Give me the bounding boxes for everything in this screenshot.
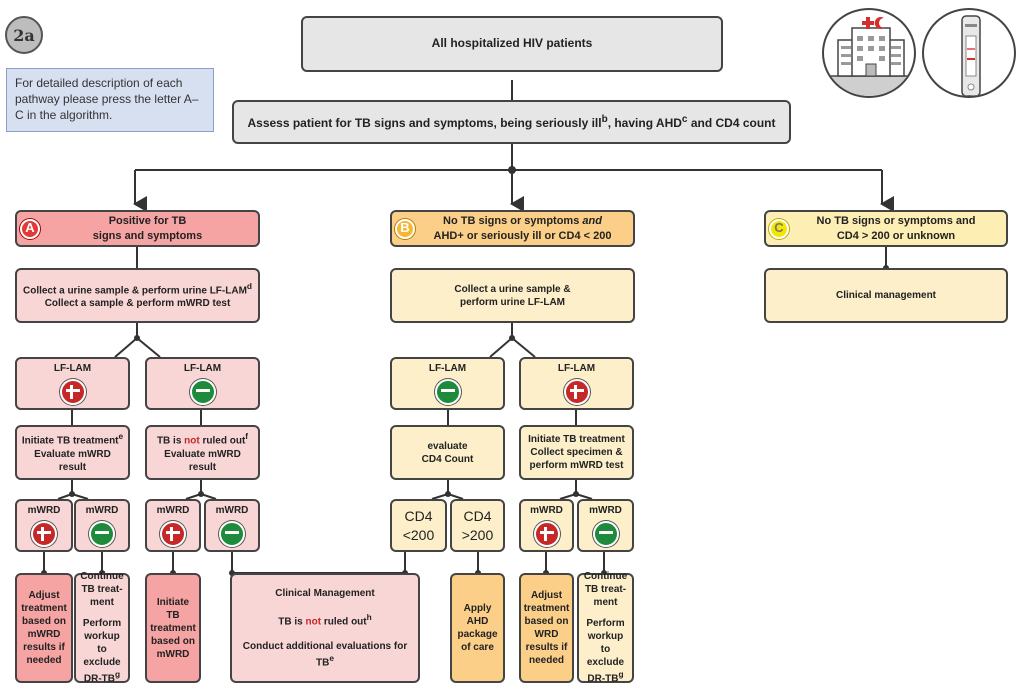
a-mwrd-negative-box: mWRD xyxy=(74,499,130,552)
pathway-c-letter[interactable]: C xyxy=(769,218,789,239)
all-patients-box: All hospitalized HIV patients xyxy=(301,16,723,72)
b-initiate-box: Initiate TB treatment Collect specimen &… xyxy=(519,425,634,480)
a-lam-negative-box: LF-LAM xyxy=(145,357,260,410)
minus-icon xyxy=(219,521,245,547)
hospital-icon xyxy=(822,8,916,98)
b-lam-negative-box: LF-LAM xyxy=(390,357,505,410)
b-collect-box: Collect a urine sample & perform urine L… xyxy=(390,268,635,323)
plus-icon xyxy=(59,379,86,405)
pathway-b-letter[interactable]: B xyxy=(395,218,415,239)
test-strip-icon xyxy=(922,8,1016,98)
plus-icon xyxy=(533,521,560,547)
b-apply-ahd-box: Apply AHD package of care xyxy=(450,573,505,683)
b-adjust-box: Adjust treatment based on WRD results if… xyxy=(519,573,574,683)
b-mwrd-negative-box: mWRD xyxy=(577,499,634,552)
b-mwrd-positive-box: mWRD xyxy=(519,499,574,552)
cd4-low-box: CD4 <200 xyxy=(390,499,447,552)
plus-icon xyxy=(563,379,590,405)
minus-icon xyxy=(89,521,115,547)
a-not-ruled-out-box: TB is not ruled outf Evaluate mWRD resul… xyxy=(145,425,260,480)
c-clinical-box: Clinical management xyxy=(764,268,1008,323)
a-initiate-mwrd-box: Initiate TB treatment based on mWRD xyxy=(145,573,201,683)
minus-icon xyxy=(434,379,461,405)
a-lam-positive-box: LF-LAM xyxy=(15,357,130,410)
plus-icon xyxy=(160,521,186,547)
minus-icon xyxy=(592,521,619,547)
assess-box: Assess patient for TB signs and symptoms… xyxy=(232,100,791,144)
clinical-management-box: Clinical Management TB is not ruled outh… xyxy=(230,573,420,683)
a2-mwrd-positive-box: mWRD xyxy=(145,499,201,552)
a2-mwrd-negative-box: mWRD xyxy=(204,499,260,552)
a-adjust-box: Adjust treatment based on mWRD results i… xyxy=(15,573,73,683)
cd4-high-box: CD4 >200 xyxy=(450,499,505,552)
b-continue-box: Continue TB treat-ment Perform workup to… xyxy=(577,571,634,685)
instruction-note: For detailed description of each pathway… xyxy=(6,68,214,132)
a-initiate-box: Initiate TB treatmente Evaluate mWRD res… xyxy=(15,425,130,480)
figure-badge: 2a xyxy=(5,16,43,54)
a-continue-box: Continue TB treat-ment Perform workup to… xyxy=(74,571,130,685)
plus-icon xyxy=(31,521,57,547)
a-collect-box: Collect a urine sample & perform urine L… xyxy=(15,268,260,323)
b-lam-positive-box: LF-LAM xyxy=(519,357,634,410)
a-mwrd-positive-box: mWRD xyxy=(15,499,73,552)
b-evaluate-box: evaluate CD4 Count xyxy=(390,425,505,480)
pathway-a-letter[interactable]: A xyxy=(20,218,40,239)
minus-icon xyxy=(189,379,216,405)
